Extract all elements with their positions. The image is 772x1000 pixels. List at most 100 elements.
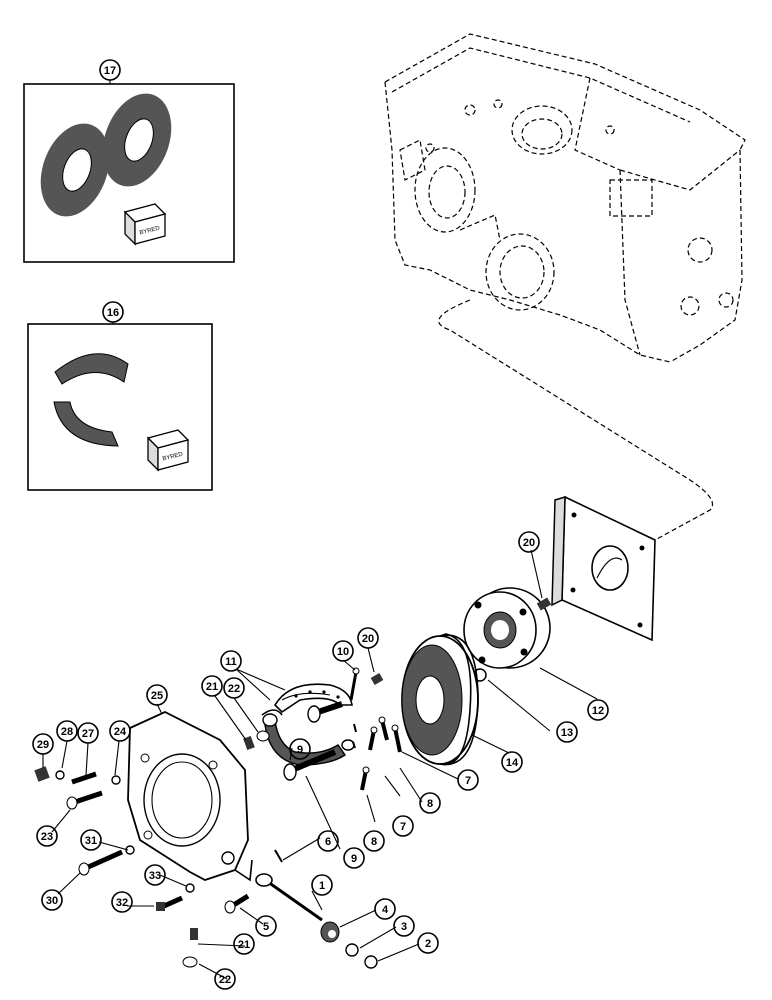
callout-8a: 8: [419, 792, 441, 814]
callout-23: 23: [36, 825, 58, 847]
svg-text:2: 2: [425, 938, 431, 950]
packet-text: BYRED: [162, 451, 184, 462]
rivet-packet-icon: BYRED: [123, 203, 167, 246]
callout-25: 25: [146, 684, 168, 706]
svg-text:1: 1: [319, 880, 325, 892]
svg-text:24: 24: [114, 726, 127, 738]
svg-text:28: 28: [61, 726, 73, 738]
plug-22: [256, 730, 270, 742]
callout-20b: 20: [357, 627, 379, 649]
svg-text:22: 22: [219, 974, 231, 986]
brake-housing: [127, 711, 253, 882]
callout-24: 24: [109, 720, 131, 742]
callout-20a: 20: [518, 531, 540, 553]
svg-text:12: 12: [592, 705, 604, 717]
brake-lining-icon: [53, 401, 119, 447]
actuating-rod-1: [255, 873, 323, 922]
nut-3: [345, 943, 359, 957]
svg-text:33: 33: [149, 870, 161, 882]
kit-box-friction-discs: 17 BYRED: [23, 59, 235, 263]
brake-lining-icon: [54, 353, 129, 385]
kit-box-frame: [27, 323, 213, 491]
brake-drum: [401, 633, 479, 766]
plug-22: [182, 956, 198, 968]
brake-shoes: [261, 683, 355, 766]
callout-13: 13: [556, 721, 578, 743]
callout-5: 5: [255, 915, 277, 937]
nut-2: [364, 955, 378, 969]
spring-21: [190, 928, 198, 940]
callout-9b: 9: [343, 847, 365, 869]
bolt-32: [156, 895, 184, 911]
callout-16: 16: [107, 307, 119, 319]
callout-21b: 21: [233, 933, 255, 955]
callout-2: 2: [417, 932, 439, 954]
assembly-leader-line: [438, 299, 714, 541]
callout-29: 29: [32, 733, 54, 755]
callout-33: 33: [144, 864, 166, 886]
callout-leaders: [42, 549, 598, 980]
callout-bubbles: 1 2 3 4 5 6 7 7 8 8 9 9 10 11 12 13 14 2…: [32, 531, 609, 990]
callout-11: 11: [220, 650, 242, 672]
set-screw-20: [370, 673, 384, 685]
spring-4: [320, 921, 340, 943]
svg-text:31: 31: [85, 835, 97, 847]
cotter-6: [274, 849, 283, 863]
svg-text:6: 6: [325, 836, 331, 848]
bolt-5: [224, 893, 250, 914]
svg-text:11: 11: [225, 656, 237, 668]
svg-text:3: 3: [401, 921, 407, 933]
svg-text:9: 9: [351, 853, 357, 865]
svg-text:30: 30: [46, 895, 58, 907]
svg-text:27: 27: [82, 728, 94, 740]
bolt-23: [66, 790, 103, 810]
callout-10: 10: [332, 640, 354, 662]
callout-4: 4: [374, 898, 396, 920]
kit-box-frame: [23, 83, 235, 263]
callout-31: 31: [80, 829, 102, 851]
svg-text:21: 21: [238, 939, 250, 951]
set-screw-20: [536, 597, 552, 611]
callout-3: 3: [393, 915, 415, 937]
svg-text:20: 20: [362, 633, 374, 645]
friction-disc-icon: [102, 93, 172, 187]
callout-32: 32: [111, 891, 133, 913]
planetary-carrier: [463, 587, 551, 669]
bolt-30: [78, 849, 124, 876]
callout-9a: 9: [289, 738, 311, 760]
callout-6: 6: [317, 830, 339, 852]
callout-30: 30: [41, 889, 63, 911]
callout-22b: 22: [214, 968, 236, 990]
svg-text:21: 21: [206, 681, 218, 693]
bolt-9: [283, 749, 337, 781]
callout-27: 27: [77, 722, 99, 744]
bolt-9: [307, 701, 343, 723]
svg-text:23: 23: [41, 831, 53, 843]
svg-text:7: 7: [465, 775, 471, 787]
svg-text:9: 9: [297, 744, 303, 756]
svg-text:13: 13: [561, 727, 573, 739]
kit-box-brake-linings: 16 BYRED: [27, 301, 213, 491]
pin-10: [349, 667, 360, 701]
svg-text:22: 22: [228, 683, 240, 695]
callout-8b: 8: [363, 830, 385, 852]
callout-28: 28: [56, 720, 78, 742]
packet-text: BYRED: [139, 225, 161, 236]
stud-27: [71, 771, 97, 785]
callout-7a: 7: [457, 769, 479, 791]
svg-text:7: 7: [400, 821, 406, 833]
friction-disc-icon: [40, 123, 110, 217]
callout-21a: 21: [201, 675, 223, 697]
svg-text:14: 14: [506, 757, 519, 769]
svg-text:8: 8: [427, 798, 433, 810]
callout-22a: 22: [223, 677, 245, 699]
svg-text:32: 32: [116, 897, 128, 909]
svg-text:20: 20: [523, 537, 535, 549]
nut-29: [34, 766, 50, 782]
cover-plate: [551, 495, 656, 642]
svg-text:8: 8: [371, 836, 377, 848]
transmission-housing: [384, 33, 746, 363]
washer-33: [185, 883, 195, 893]
svg-text:10: 10: [337, 646, 349, 658]
